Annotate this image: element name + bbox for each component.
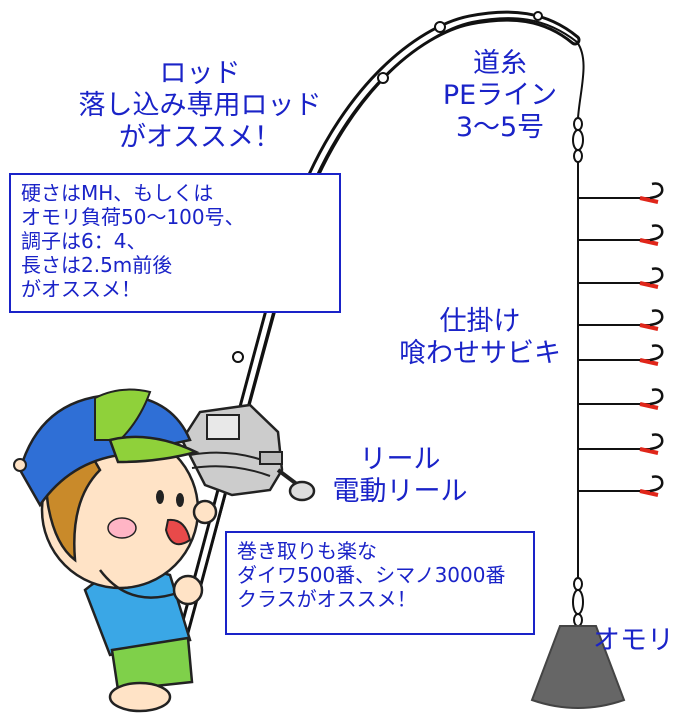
hook-branch xyxy=(578,267,664,289)
hook-branch xyxy=(578,475,664,497)
rod-label: ロッド 落し込み専用ロッド がオススメ！ xyxy=(40,58,360,154)
hook-branch xyxy=(578,433,664,455)
line-label: 道糸 PEライン 3～5号 xyxy=(420,48,580,144)
bottom-swivel xyxy=(572,577,584,627)
rod-note-line: 調子は6：4、 xyxy=(21,229,147,253)
rod-recommend: がオススメ！ xyxy=(119,122,281,153)
rod-note-box: 硬さはMH、もしくは オモリ負荷50～100号、 調子は6：4、 長さは2.5m… xyxy=(9,173,341,313)
rig-title: 仕掛け xyxy=(439,306,521,337)
sinker-title: オモリ xyxy=(593,625,674,656)
reel-title: リール xyxy=(359,444,441,475)
reel-note-box: 巻き取りも楽な ダイワ500番、シマノ3000番 クラスがオススメ！ xyxy=(225,531,535,635)
hook-branch xyxy=(578,344,664,366)
hook-branch xyxy=(578,309,664,331)
line-title: 道糸 xyxy=(473,48,527,79)
top-swivel xyxy=(572,117,584,163)
rig-type: 喰わせサビキ xyxy=(399,338,561,369)
hook-branch xyxy=(578,388,664,410)
reel-note-line: ダイワ500番、シマノ3000番 xyxy=(237,563,506,587)
rod-note-line: 長さは2.5m前後 xyxy=(21,253,173,277)
sabiki-hooks xyxy=(578,182,664,497)
rod-note-line: がオススメ！ xyxy=(21,277,141,301)
main-line xyxy=(576,41,585,119)
rig-label: 仕掛け 喰わせサビキ xyxy=(380,306,580,370)
reel-note-line: 巻き取りも楽な xyxy=(237,539,377,563)
rod-note-line: 硬さはMH、もしくは xyxy=(21,181,214,205)
sinker-weight xyxy=(530,625,626,709)
hook-branch xyxy=(578,224,664,246)
child-angler xyxy=(13,388,218,713)
reel-type: 電動リール xyxy=(332,476,468,507)
rod-title: ロッド xyxy=(159,58,241,89)
electric-reel xyxy=(180,403,316,502)
rod-note-line: オモリ負荷50～100号、 xyxy=(21,205,245,229)
line-type: PEライン xyxy=(442,80,558,111)
fishing-rod xyxy=(163,10,581,682)
reel-label: リール 電動リール xyxy=(300,444,500,508)
reel-note-line: クラスがオススメ！ xyxy=(237,587,417,611)
line-size: 3～5号 xyxy=(455,112,545,143)
hook-branch xyxy=(578,182,664,204)
sinker-label: オモリ xyxy=(593,625,683,657)
rod-type: 落し込み専用ロッド xyxy=(78,90,322,121)
